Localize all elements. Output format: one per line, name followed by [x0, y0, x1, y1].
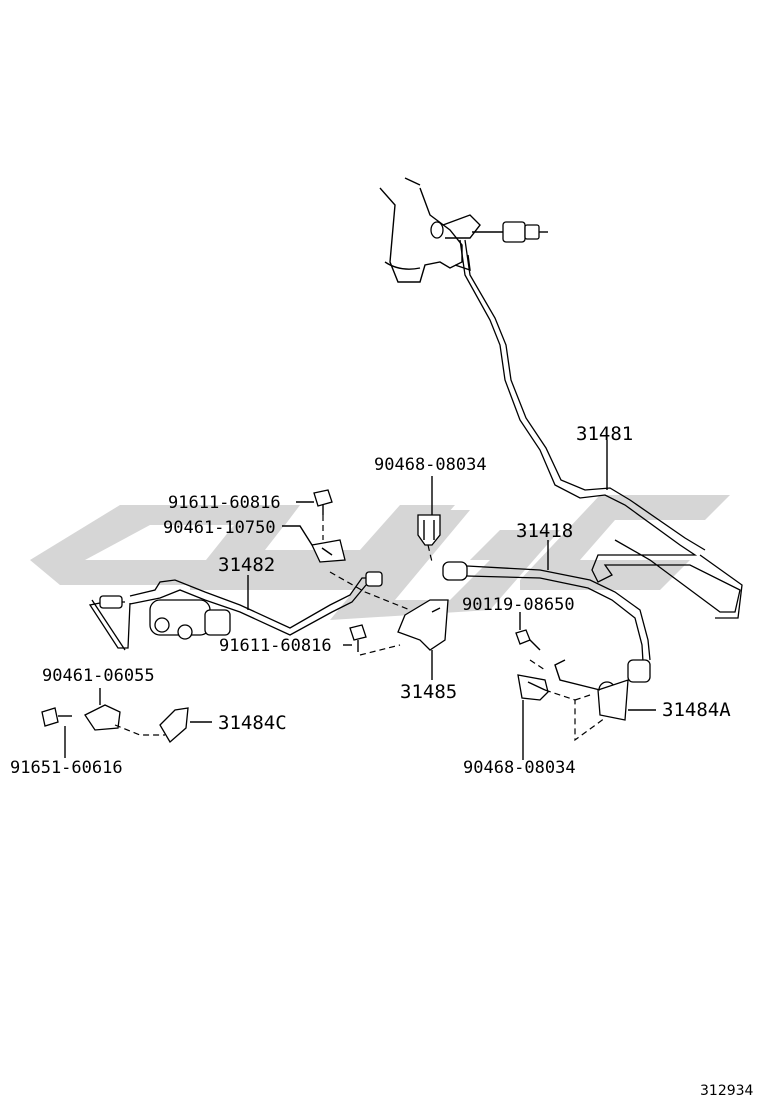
label-91651-60616: 91651-60616 — [10, 758, 123, 778]
clamp-90461-10750-icon — [311, 539, 346, 563]
label-31481: 31481 — [576, 423, 633, 445]
label-91611-60816-mid: 91611-60816 — [219, 636, 332, 656]
bolt-90119-icon — [515, 629, 541, 651]
label-31485: 31485 — [400, 681, 457, 703]
label-90468-08034-top: 90468-08034 — [374, 455, 487, 475]
label-31418: 31418 — [516, 520, 573, 542]
bolt-91611-mid-icon — [349, 624, 367, 652]
label-90461-06055: 90461-06055 — [42, 666, 155, 686]
clip-90468-top-icon — [417, 514, 441, 546]
label-31482: 31482 — [218, 554, 275, 576]
label-31484A: 31484A — [662, 699, 731, 721]
diagram-ref-code: 312934 — [700, 1083, 754, 1099]
label-90468-08034-bottom: 90468-08034 — [463, 758, 576, 778]
label-31484C: 31484C — [218, 712, 287, 734]
label-90119-08650: 90119-08650 — [462, 595, 575, 615]
watermark-logo — [30, 495, 730, 620]
bolt-91651-icon — [41, 707, 72, 727]
bracket-31484A — [554, 659, 629, 721]
leader-lines — [64, 440, 656, 760]
bracket-31484C-icon — [159, 707, 189, 744]
label-90461-10750: 90461-10750 — [163, 518, 276, 538]
clip-90468-bottom-icon — [517, 674, 549, 701]
fitting-376-icon — [365, 571, 383, 587]
slave-cylinder — [99, 595, 231, 640]
bracket-31485 — [397, 599, 449, 651]
pipe-31481 — [459, 239, 741, 613]
label-91611-60816-top: 91611-60816 — [168, 493, 281, 513]
master-cylinder — [379, 177, 548, 283]
bolt-91611-top-icon — [313, 489, 333, 515]
clamp-90461-06055-icon — [84, 704, 121, 731]
